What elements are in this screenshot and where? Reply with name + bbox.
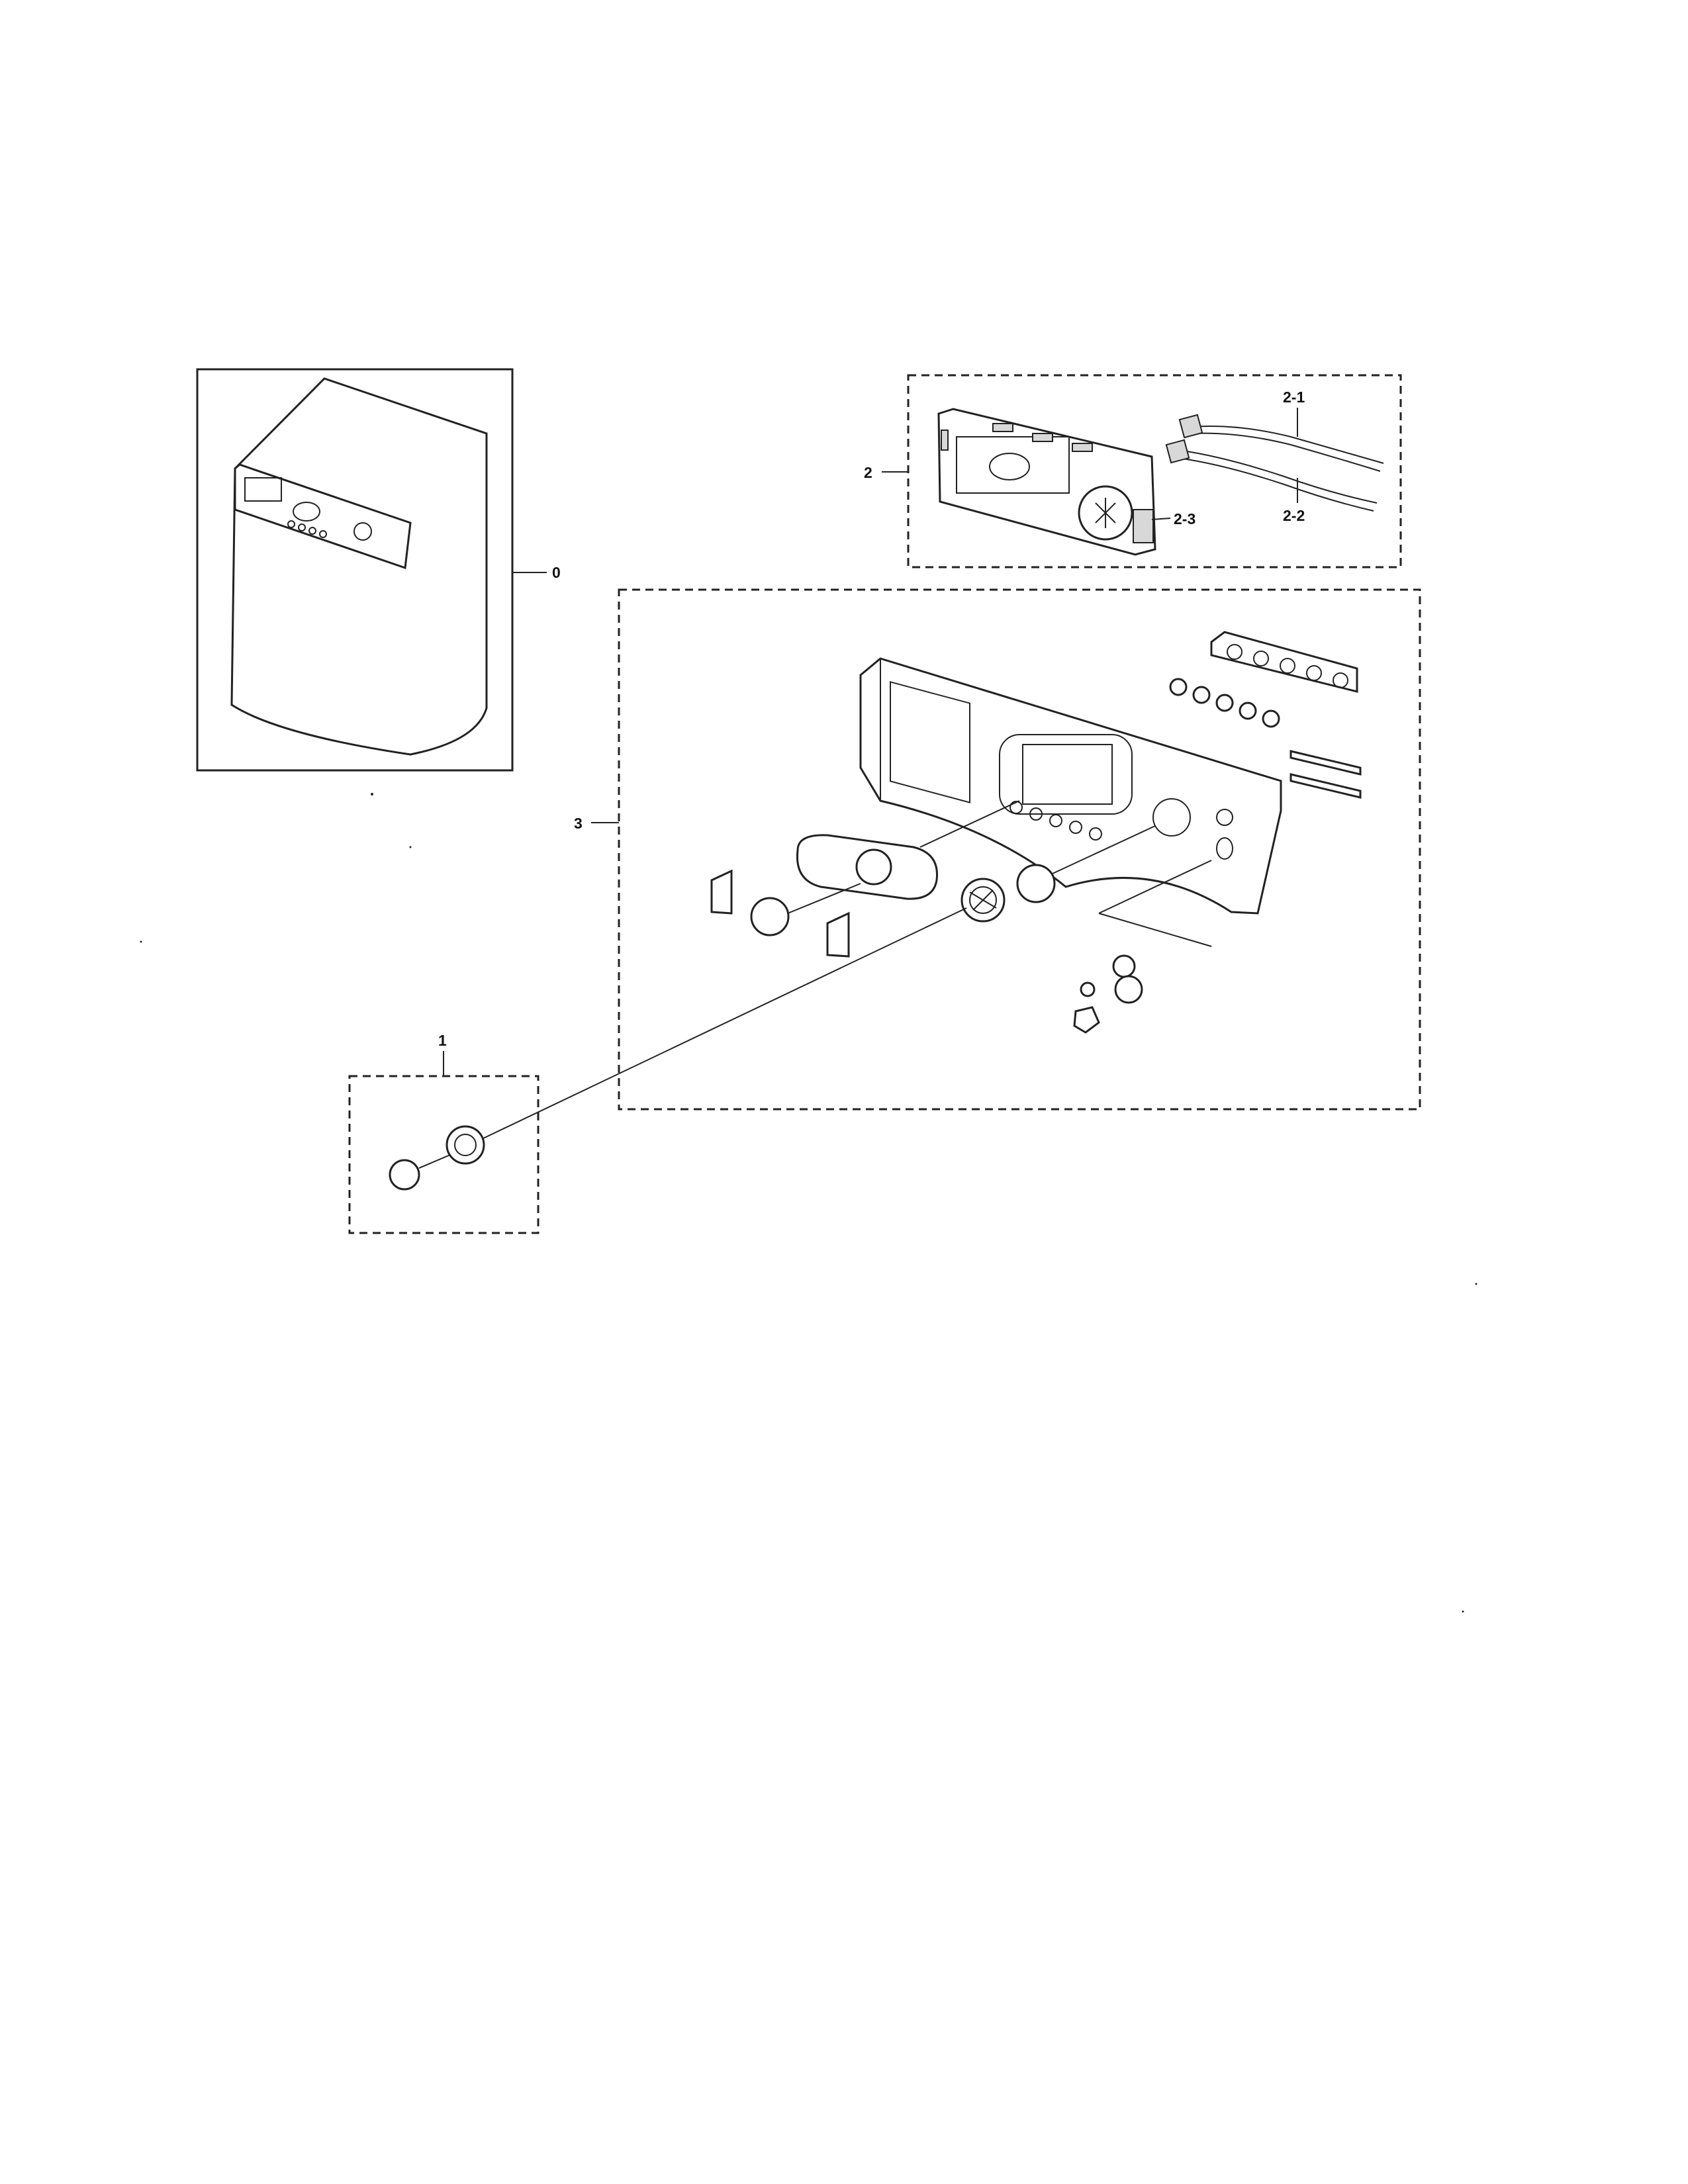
group-0-box: [196, 368, 514, 772]
panel-power-button-opening: [1216, 837, 1233, 860]
power-button-ring: [1114, 975, 1143, 1004]
callout-2: 2: [864, 464, 872, 481]
wire-harness-2-1: [1191, 426, 1384, 464]
power-button-lens: [1080, 981, 1096, 997]
callout-2-2: 2-2: [1283, 507, 1305, 524]
panel-display-frame: [999, 734, 1133, 815]
side-cap-right: [826, 911, 850, 958]
group-2-pcb: 2 2-3 2-1 2-2: [864, 374, 1402, 569]
cabinet-control-panel: [234, 463, 412, 570]
knob-cap: [389, 1159, 420, 1191]
scan-specks: [140, 793, 1477, 1613]
panel-dial-opening: [1152, 798, 1191, 837]
light-guide-2: [1289, 773, 1362, 799]
cabinet-dial: [353, 522, 372, 541]
display-lens: [855, 848, 892, 886]
cabinet-display: [293, 502, 320, 522]
button-bracket: [1210, 631, 1358, 693]
dial-ring: [1016, 864, 1056, 903]
group-3-box: [618, 588, 1421, 1111]
callout-1: 1: [438, 1032, 447, 1049]
callout-0: 0: [552, 564, 561, 581]
callout-2-1: 2-1: [1283, 388, 1305, 406]
ring-gasket: [750, 897, 790, 936]
leader-2-3: [1151, 518, 1171, 520]
light-guide-1: [1289, 750, 1362, 776]
callout-3: 3: [574, 815, 583, 832]
knob-leader-line: [483, 907, 967, 1139]
power-button-holder: [1073, 1006, 1100, 1034]
group-3-control-panel: 3: [574, 588, 1421, 1111]
wire-harness-2-2: [1178, 449, 1378, 504]
push-button-1: [1169, 678, 1188, 696]
cabinet-detergent-drawer: [244, 477, 282, 502]
washer-cabinet: [230, 377, 488, 756]
group-1-box: [348, 1075, 539, 1234]
group-1-knob: 1: [348, 907, 967, 1234]
pcb-display-window: [956, 436, 1070, 494]
power-button-cap: [1112, 954, 1136, 978]
knob-body: [445, 1125, 485, 1165]
control-panel-body: [859, 657, 1282, 915]
push-button-2: [1192, 686, 1211, 704]
push-button-5: [1262, 709, 1280, 728]
push-button-4: [1239, 702, 1257, 720]
side-cap-left: [710, 869, 733, 915]
group-0-unit: 0: [196, 368, 561, 772]
detergent-opening: [890, 681, 970, 803]
push-button-3: [1215, 694, 1234, 712]
callout-2-3: 2-3: [1174, 510, 1196, 527]
